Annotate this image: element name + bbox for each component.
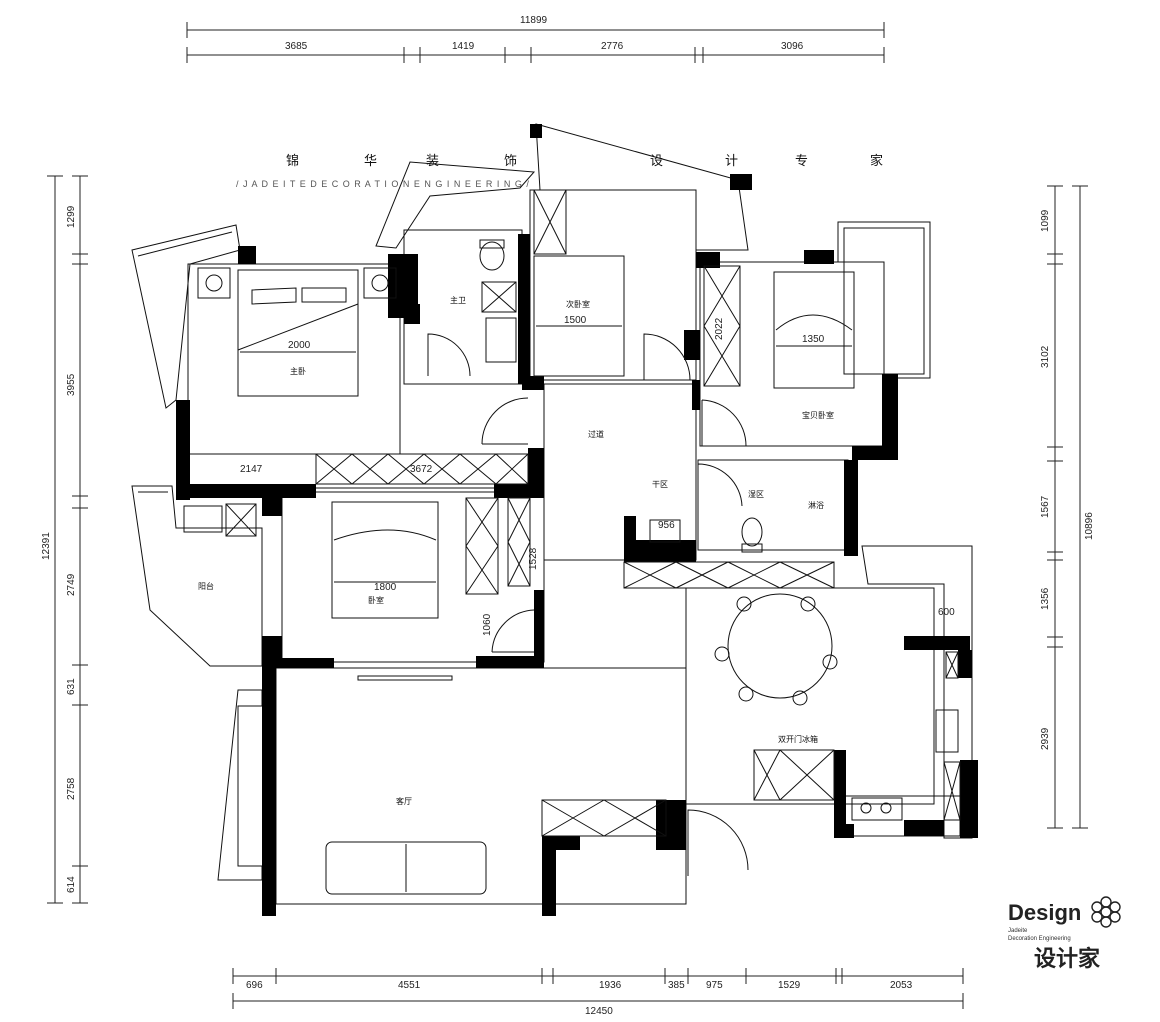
dim-right-3: 1567 (1040, 495, 1051, 518)
label-fridge: 双开门冰箱 (778, 734, 818, 744)
dim-bottom-total: 12450 (585, 1006, 613, 1017)
dim-top-total: 11899 (520, 15, 548, 26)
title-char-5: 设 (650, 154, 663, 169)
dim-bottom-6: 1529 (778, 980, 801, 991)
title-char-3: 装 (426, 154, 439, 169)
room-second-bedroom: 次卧室 (566, 299, 590, 309)
dim-right-4: 1356 (1040, 587, 1051, 610)
header-title: 锦 华 装 饰 设 计 专 家 / J A D E I T E D E C O … (236, 153, 883, 189)
dim-bottom-5: 975 (706, 980, 723, 991)
dim-kitchen-counter: 600 (938, 607, 955, 618)
dim-top-4: 3096 (781, 41, 804, 52)
title-char-1: 锦 (286, 154, 299, 169)
dim-right-total: 10896 (1084, 512, 1095, 540)
dim-bedroom-bed: 1800 (374, 582, 397, 593)
room-master-bedroom: 主卧 (290, 366, 306, 376)
room-dry-area: 干区 (652, 480, 668, 489)
room-baby-room: 宝贝卧室 (802, 410, 834, 420)
snowflake-icon (1091, 896, 1121, 928)
dim-master-corridor: 2147 (240, 464, 263, 475)
room-master-bath: 主卫 (450, 295, 466, 305)
dim-top-1: 3685 (285, 41, 308, 52)
beds (197, 255, 855, 619)
dim-baby-wardrobe: 2022 (714, 317, 725, 340)
left-dimensions (47, 175, 88, 904)
dim-left-3: 2749 (66, 573, 77, 596)
logo-brand: 设计家 (1034, 946, 1101, 972)
fixtures (183, 239, 959, 895)
dim-cabinet-run: 3672 (410, 464, 433, 475)
structural-walls (176, 124, 978, 916)
dim-right-1: 1099 (1040, 209, 1051, 232)
room-shower: 淋浴 (808, 500, 824, 510)
title-char-7: 专 (795, 154, 808, 169)
dim-left-4: 631 (66, 678, 77, 695)
dim-top-3: 2776 (601, 41, 624, 52)
header-subtitle: / J A D E I T E D E C O R A T I O N E N … (236, 179, 530, 189)
logo-word: Design (1008, 900, 1081, 925)
dim-master-bed: 2000 (288, 340, 311, 351)
dim-second-bed: 1500 (564, 315, 587, 326)
room-bedroom: 卧室 (368, 595, 384, 605)
dim-bottom-1: 696 (246, 980, 263, 991)
dim-bedroom-door: 1060 (482, 613, 493, 636)
right-dimensions (1047, 185, 1088, 829)
dim-left-6: 614 (66, 876, 77, 893)
dim-bottom-3: 1936 (599, 980, 622, 991)
room-living-room: 客厅 (396, 796, 412, 806)
logo-line1: Jadeite (1008, 928, 1028, 934)
room-wet-area: 湿区 (748, 490, 764, 499)
dim-left-total: 12391 (41, 532, 52, 560)
dim-baby-bed: 1350 (802, 334, 825, 345)
dim-top-2: 1419 (452, 41, 475, 52)
dim-bottom-2: 4551 (398, 980, 421, 991)
dim-vanity: 956 (658, 520, 675, 531)
brand-logo: Design Jadeite Decoration Engineering 设计… (1008, 896, 1121, 972)
top-dimensions (186, 22, 885, 63)
title-char-6: 计 (725, 154, 738, 169)
cabinets (225, 189, 961, 837)
doors (427, 333, 749, 876)
dim-bedroom-wardrobe: 1528 (528, 547, 539, 570)
dim-bottom-7: 2053 (890, 980, 913, 991)
title-char-2: 华 (364, 154, 377, 169)
title-char-4: 饰 (504, 154, 517, 169)
bottom-dimensions (232, 968, 964, 1009)
dim-left-2: 3955 (66, 373, 77, 396)
dim-left-1: 1299 (66, 205, 77, 228)
dim-right-5: 2939 (1040, 727, 1051, 750)
dim-bottom-4: 385 (668, 980, 685, 991)
logo-line2: Decoration Engineering (1008, 936, 1071, 942)
room-balcony: 阳台 (198, 581, 214, 591)
dim-left-5: 2758 (66, 777, 77, 800)
room-corridor: 过道 (588, 429, 604, 439)
title-char-8: 家 (870, 153, 883, 169)
dim-right-2: 3102 (1040, 345, 1051, 368)
